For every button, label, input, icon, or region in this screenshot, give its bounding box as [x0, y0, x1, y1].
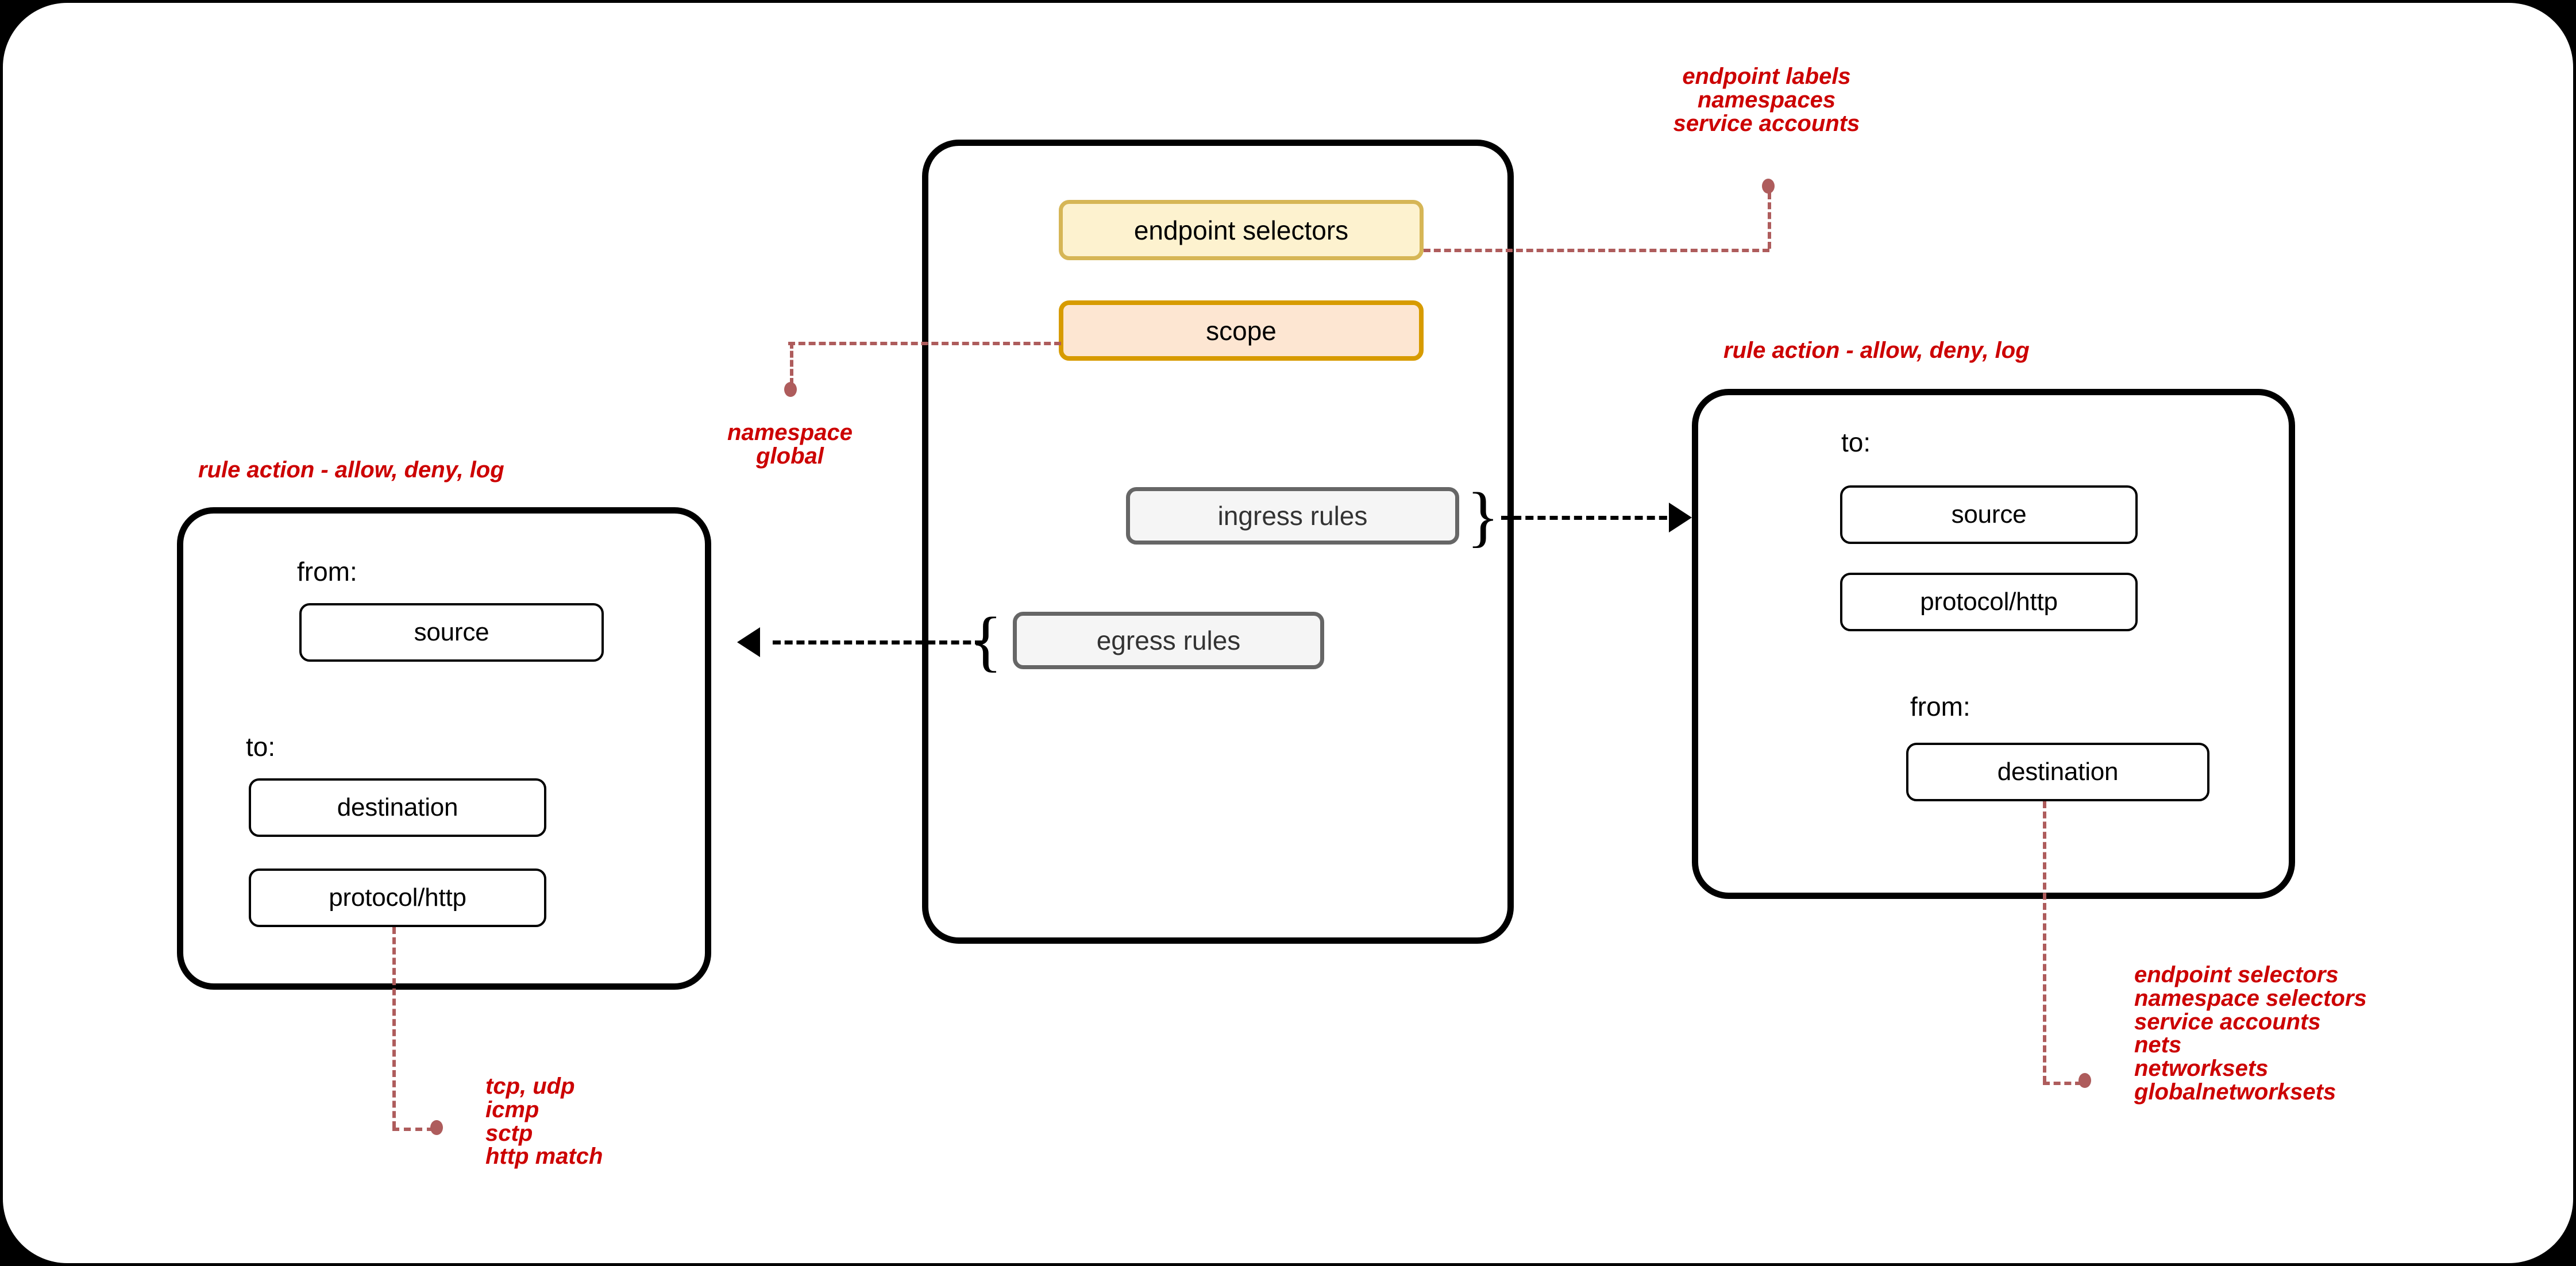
scope-annotation: namespace global	[727, 420, 853, 469]
left-destination-box[interactable]: destination	[249, 778, 546, 837]
destination-leader-vertical	[2043, 801, 2046, 1083]
left-destination-label: destination	[337, 793, 458, 821]
scope-label: scope	[1206, 315, 1277, 346]
scope-box[interactable]: scope	[1059, 300, 1424, 361]
left-protocol-label: protocol/http	[329, 883, 466, 912]
protocol-leader-dot	[430, 1120, 443, 1135]
endpoint-selectors-label: endpoint selectors	[1133, 215, 1349, 245]
endpoint-leader-horizontal	[1424, 249, 1769, 252]
endpoint-selectors-annotation: endpoint labels namespaces service accou…	[1673, 64, 1860, 136]
protocol-leader-vertical	[392, 927, 396, 1128]
left-protocol-box[interactable]: protocol/http	[249, 869, 546, 927]
right-protocol-box[interactable]: protocol/http	[1840, 573, 2138, 631]
scope-leader-vertical	[790, 342, 793, 385]
endpoint-leader-dot	[1762, 179, 1775, 194]
right-protocol-label: protocol/http	[1920, 588, 2058, 616]
right-from-label: from:	[1910, 692, 1970, 721]
scope-leader-dot	[784, 382, 797, 397]
egress-rules-label: egress rules	[1096, 626, 1241, 655]
right-to-label: to:	[1841, 427, 1871, 457]
left-from-label: from:	[297, 557, 357, 586]
endpoint-leader-vertical	[1768, 192, 1771, 249]
right-destination-box[interactable]: destination	[1906, 743, 2209, 801]
protocol-leader-horizontal	[392, 1128, 434, 1131]
right-source-box[interactable]: source	[1840, 485, 2138, 544]
right-panel-annotation: rule action - allow, deny, log	[1723, 338, 2030, 363]
protocol-annotation: tcp, udp icmp sctp http match	[485, 1074, 603, 1169]
diagram-canvas: endpoint selectors scope ingress rules }…	[3, 3, 2573, 1263]
egress-arrow-line	[773, 640, 983, 644]
egress-rules-box[interactable]: egress rules	[1013, 612, 1324, 669]
destination-leader-dot	[2078, 1073, 2091, 1088]
right-source-label: source	[1951, 500, 2027, 528]
left-source-box[interactable]: source	[299, 603, 604, 662]
scope-leader-horizontal	[788, 342, 1061, 345]
left-to-label: to:	[246, 732, 276, 762]
destination-annotation: endpoint selectors namespace selectors s…	[2134, 962, 2367, 1105]
ingress-brace: }	[1467, 478, 1499, 554]
left-panel-annotation: rule action - allow, deny, log	[198, 457, 504, 483]
right-destination-label: destination	[1997, 758, 2119, 786]
left-source-label: source	[414, 618, 489, 646]
destination-leader-horizontal	[2043, 1082, 2082, 1085]
endpoint-selectors-box[interactable]: endpoint selectors	[1059, 200, 1424, 260]
egress-arrow-head	[737, 627, 760, 657]
ingress-rules-label: ingress rules	[1217, 501, 1368, 531]
ingress-rules-box[interactable]: ingress rules	[1126, 487, 1459, 545]
ingress-arrow-line	[1501, 516, 1679, 520]
right-ingress-panel	[1692, 389, 2295, 899]
ingress-arrow-head	[1669, 503, 1692, 532]
